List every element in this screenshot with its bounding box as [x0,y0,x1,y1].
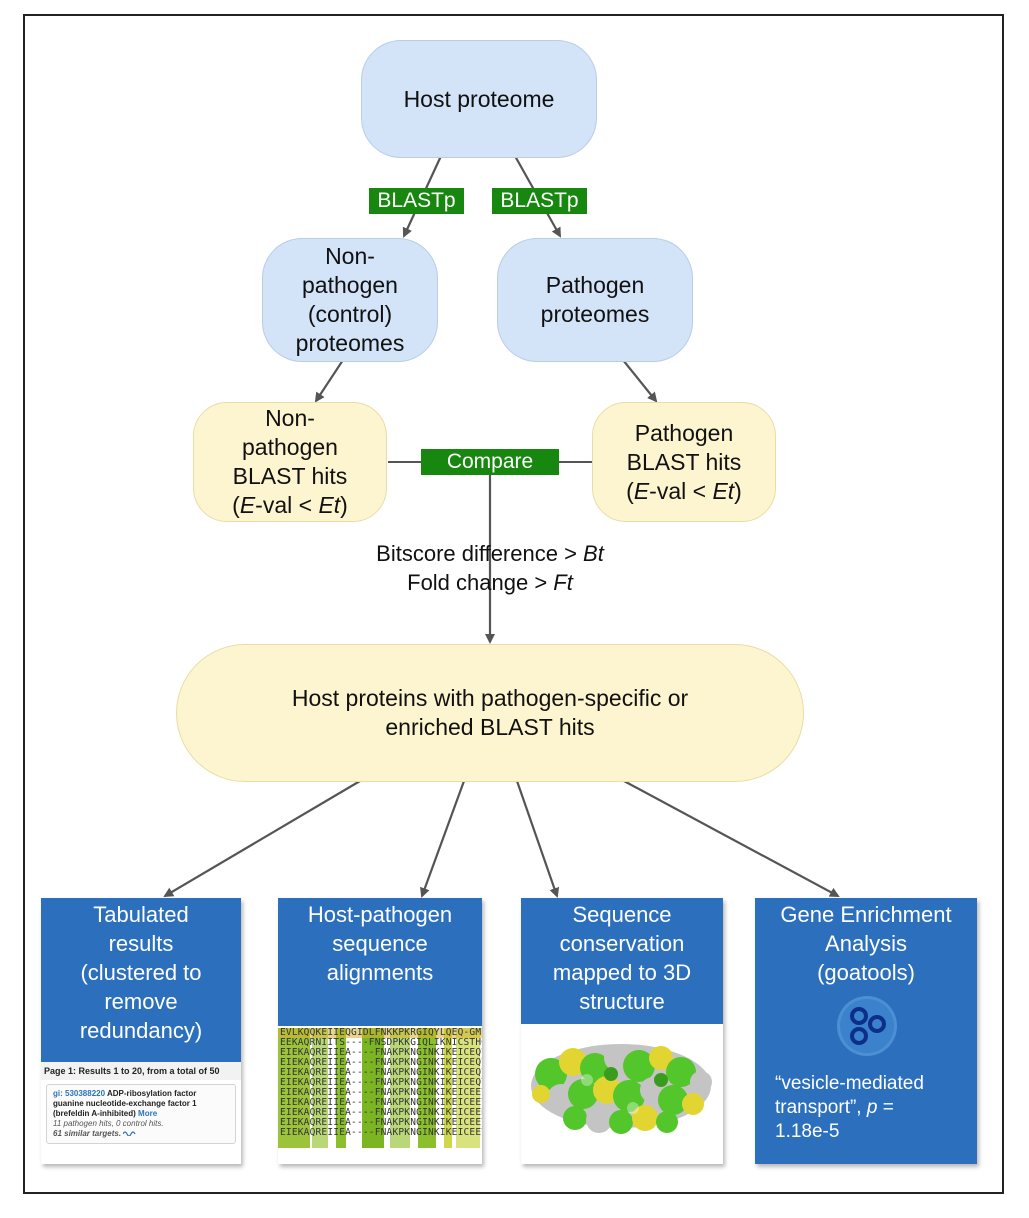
pathogen-hits-line-2: BLAST hits [626,448,742,475]
diagram-frame [23,14,1004,1194]
node-host-proteome: Host proteome [361,40,597,158]
pathogen-proteomes-line-2: proteomes [540,301,650,327]
node-nonpathogen-proteomes: Non- pathogen (control) proteomes [262,238,438,362]
alignment-row: EIEKAQREIIEA----FNAKPKNGINKIKEICEQYKI [280,1057,482,1068]
blastp-tag-right: BLASTp [492,188,587,214]
alignment-row: EIEKAQREIIEA----FNAKPKNGINKIKEICEQYKI [280,1047,482,1058]
nonpathogen-hits-eval: (E-val < Et) [232,492,348,518]
arrow-to-tabulated [163,780,361,898]
more-link[interactable]: More [138,1109,158,1118]
alignment-row: EIEKAQREIIEA----FNAKPKNGINKIKEICEEYKI [280,1127,482,1138]
results-page-header: Page 1: Results 1 to 20, from a total of… [41,1062,241,1080]
results-card: gi: 530388220 ADP-ribosylation factor gu… [46,1084,236,1144]
alignment-row: EIEKAQREIIEA----FNAKPKNGINKIKEICEEYKI [280,1117,482,1128]
alignment-row: EIEKAQREIIEA----FNAKPKNGINKIKEICEENKI [280,1107,482,1118]
panel-conservation-structure: Sequence conservation mapped to 3D struc… [521,898,723,1164]
nonpathogen-proteomes-line-2: pathogen [302,272,398,298]
alignment-row: EVLKQQKEIIEQGIDLFNKKPKRGIQYLQEQ-GMLGT [280,1027,482,1038]
arrow-to-conservation [515,780,560,898]
host-specific-line-2: enriched BLAST hits [385,714,595,740]
conservation-title: Sequence conservation mapped to 3D struc… [552,902,692,1014]
arrow-to-enrichment [623,780,840,897]
blastp-tag-left: BLASTp [369,188,464,214]
panel-gene-enrichment: Gene Enrichment Analysis (goatools) “ves… [755,898,977,1164]
nonpathogen-hits-line-3: BLAST hits [232,463,348,489]
node-nonpathogen-hits: Non- pathogen BLAST hits (E-val < Et) [193,402,387,522]
host-proteome-label: Host proteome [403,85,555,112]
alignment-coloring [278,1028,482,1148]
expand-wave-icon [122,1131,136,1137]
alignments-title: Host-pathogen sequence alignments [307,902,453,985]
node-host-specific-hits: Host proteins with pathogen-specific or … [176,644,804,782]
threshold-bitscore: Bitscore difference > Bt [376,541,604,566]
alignment-row: EIEKAQREIIEA----FNAKPKNGINKIKEICEQYKI [280,1067,482,1078]
pathogen-proteomes-line-1: Pathogen [545,272,645,298]
gi-link[interactable]: gi: 530388220 [53,1089,106,1098]
results-thumbnail: Page 1: Results 1 to 20, from a total of… [41,1062,241,1164]
alignment-thumbnail: EVLKQQKEIIEQGIDLFNKKPKRGIQYLQEQ-GMLGT EE… [278,1026,482,1164]
alignment-row: EIEKAQREIIEA----FNAKPKNGINKIKEICEEYKI [280,1097,482,1108]
hit-counts: 11 pathogen hits, 0 control hits. [53,1119,164,1128]
nonpathogen-proteomes-line-1: Non- [325,243,375,269]
arrow-pathogen-to-hits [622,359,658,403]
protein-name: ADP-ribosylation factor guanine nucleoti… [53,1089,197,1118]
panel-tabulated-results: Tabulated results (clustered to remove r… [41,898,241,1164]
pathogen-hits-eval: (E-val < Et) [626,477,742,504]
structure-thumbnail [521,1024,723,1164]
alignment-row: EEKAQRNIITS----FNSDPKKGIQLIKNICSTHGI [280,1037,482,1048]
host-specific-line-1: Host proteins with pathogen-specific or [291,685,689,711]
node-pathogen-proteomes: Pathogen proteomes [497,238,693,362]
alignment-row: EIEKAQREIIEA----FNAKPKNGINKIKEICEEYKI [280,1087,482,1098]
arrow-to-alignments [420,780,466,898]
nonpathogen-proteomes-line-3: (control) [307,301,393,327]
panel-sequence-alignments: Host-pathogen sequence alignments EVLKQQ… [278,898,482,1164]
similar-targets: 61 similar targets. [53,1129,122,1138]
alignment-row: EIEKAQREIIEA----FNAKPKNGINKIKEICEQYKI [280,1077,482,1088]
pathogen-hits-line-1: Pathogen [634,419,734,446]
protein-structure-image [531,1044,712,1134]
alignment-rows: EVLKQQKEIIEQGIDLFNKKPKRGIQYLQEQ-GMLGT EE… [280,1028,482,1138]
compare-tag: Compare [421,449,559,475]
goatools-logo-icon [837,996,897,1056]
threshold-fold: Fold change > Ft [407,570,573,595]
nonpathogen-hits-line-2: pathogen [242,434,338,460]
node-pathogen-hits: Pathogen BLAST hits (E-val < Et) [592,402,776,522]
nonpathogen-proteomes-line-4: proteomes [295,330,405,356]
tabulated-title: Tabulated results (clustered to remove r… [79,902,203,1043]
enrichment-title: Gene Enrichment Analysis (goatools) [780,902,952,985]
nonpathogen-hits-line-1: Non- [265,405,315,431]
arrow-nonpathogen-to-hits [314,359,344,403]
enrichment-result: “vesicle-mediated transport”, p = 1.18e-… [775,1073,924,1142]
